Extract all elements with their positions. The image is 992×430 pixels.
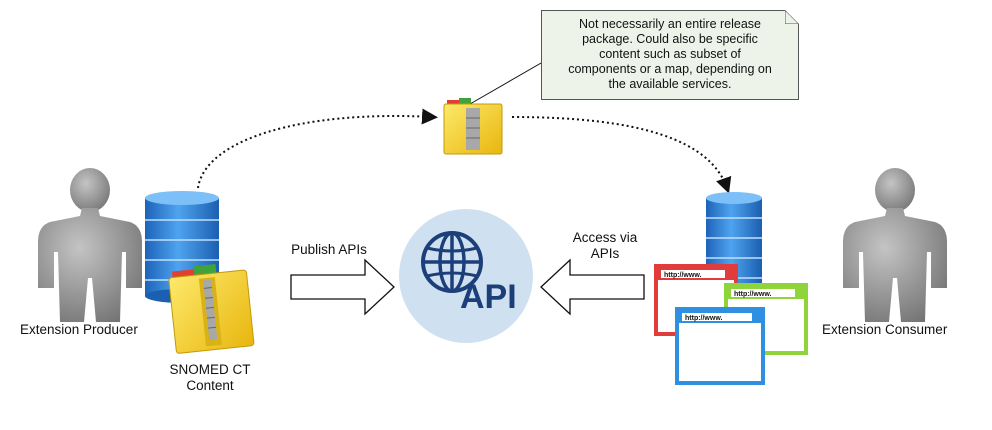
note-line-4: components or a map, depending on <box>568 62 772 76</box>
browser-url-blue: http://www. <box>685 315 723 322</box>
consumer-person-icon <box>843 168 947 322</box>
note-connector-line <box>469 54 556 105</box>
note-line-3: content such as subset of <box>599 47 741 61</box>
dotted-arrow-to-consumer <box>511 116 732 194</box>
consumer-label: Extension Consumer <box>822 322 948 337</box>
browser-url-red: http://www. <box>664 272 702 279</box>
producer-person-icon <box>38 168 142 322</box>
api-label: API <box>460 278 517 316</box>
note-line-2: package. Could also be specific <box>582 32 758 46</box>
content-folder-icon <box>168 263 255 354</box>
api-circle <box>399 209 533 343</box>
content-label-line2: Content <box>186 378 234 393</box>
access-arrow-icon <box>540 258 645 316</box>
access-label-line1: Access via <box>572 230 638 245</box>
browser-window-blue: http://www. <box>675 307 765 385</box>
access-label-line2: APIs <box>590 246 620 261</box>
note-line-5: the available services. <box>608 77 732 91</box>
note-box: Not necessarily an entire release packag… <box>541 10 799 100</box>
note-fold-icon <box>785 10 799 24</box>
note-line-1: Not necessarily an entire release <box>578 17 762 31</box>
producer-label: Extension Producer <box>20 322 138 337</box>
dotted-arrow-to-package <box>197 108 438 189</box>
package-folder-icon <box>443 98 503 155</box>
publish-arrow-icon <box>290 258 395 316</box>
content-label-line1: SNOMED CT <box>169 362 251 377</box>
publish-label: Publish APIs <box>291 242 367 257</box>
globe-icon <box>421 231 483 293</box>
browser-url-green: http://www. <box>734 291 772 298</box>
